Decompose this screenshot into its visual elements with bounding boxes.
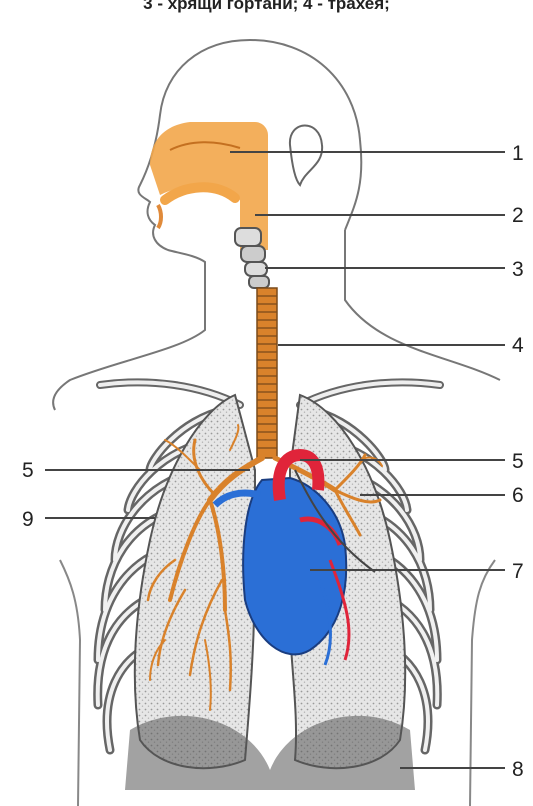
label-6: 6 xyxy=(512,484,524,507)
label-2: 2 xyxy=(512,204,524,227)
label-8: 8 xyxy=(512,758,524,781)
arm-outline-left xyxy=(60,560,80,806)
oral-cavity xyxy=(165,187,235,200)
label-5-right: 5 xyxy=(512,450,524,473)
label-7: 7 xyxy=(512,560,524,583)
arm-outline-right xyxy=(470,560,495,806)
label-1: 1 xyxy=(512,142,524,165)
lips xyxy=(158,205,161,228)
diaphragm xyxy=(125,716,415,790)
trachea xyxy=(257,288,277,458)
label-9: 9 xyxy=(22,508,34,531)
label-4: 4 xyxy=(512,334,524,357)
label-3: 3 xyxy=(512,258,524,281)
label-5-left: 5 xyxy=(22,459,34,482)
ear xyxy=(290,125,322,185)
